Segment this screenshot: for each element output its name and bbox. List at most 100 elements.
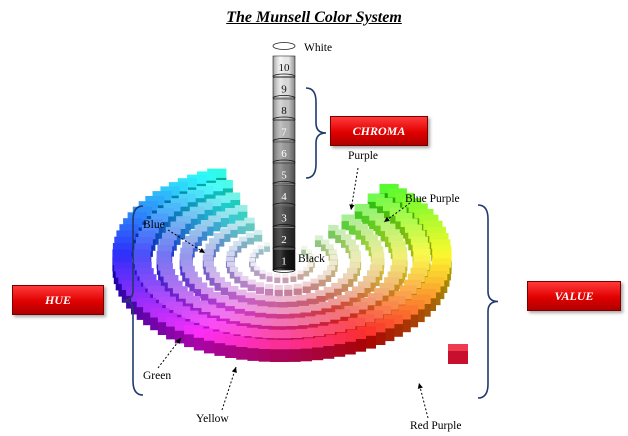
value-segment: 8	[272, 98, 296, 123]
value-segment: 2	[272, 227, 296, 252]
label-white: White	[304, 42, 333, 54]
chroma-block	[328, 298, 341, 315]
chroma-block	[306, 292, 317, 307]
chroma-block	[228, 286, 239, 300]
value-number: 3	[281, 212, 287, 224]
pointer-arrows	[157, 167, 429, 419]
chroma-block	[270, 340, 290, 362]
chroma-block	[276, 307, 290, 324]
chroma-block	[235, 220, 246, 235]
purple-arrow	[349, 167, 359, 211]
hue-bracket	[122, 205, 144, 396]
chroma-block	[274, 273, 281, 284]
chroma-block	[257, 245, 264, 255]
chroma-block	[337, 278, 349, 292]
chroma-block	[227, 224, 238, 238]
value-segment: 10	[272, 55, 296, 80]
chroma-block	[216, 211, 229, 228]
chroma-block	[344, 291, 358, 307]
label-yellow: Yellow	[196, 413, 229, 425]
chroma-block	[201, 304, 217, 323]
value-segment: 5	[272, 163, 296, 187]
chroma-block	[266, 272, 273, 282]
chroma-block	[302, 281, 311, 294]
chroma-block	[282, 273, 289, 284]
chroma-block	[293, 283, 302, 296]
blue-purple-arrow	[383, 202, 411, 223]
red-purple-arrow	[417, 382, 429, 419]
chroma-block	[323, 286, 335, 301]
chroma-tag: CHROMA	[330, 116, 428, 146]
chroma-block	[250, 262, 257, 272]
chroma-block	[275, 296, 286, 310]
chroma-block	[245, 292, 256, 306]
chroma-block	[308, 304, 322, 320]
diagram-title: The Munsell Color System	[226, 9, 402, 26]
chroma-block	[286, 295, 297, 310]
chroma-block	[225, 192, 241, 211]
value-tag: VALUE	[527, 281, 621, 311]
chroma-block	[310, 278, 319, 291]
value-segment: 6	[272, 141, 296, 166]
chroma-block	[323, 270, 332, 282]
label-black: Black	[298, 253, 325, 265]
chroma-block	[296, 294, 307, 309]
column-top-cap	[272, 42, 296, 50]
chroma-block	[219, 311, 235, 329]
chroma-block	[297, 270, 304, 280]
chroma-block	[290, 272, 297, 282]
brackets	[122, 87, 499, 399]
chroma-block	[343, 273, 354, 287]
chroma-block	[240, 276, 249, 288]
chroma-block	[314, 235, 324, 247]
value-number: 9	[281, 83, 287, 95]
chroma-block	[448, 344, 468, 364]
hue-wheel	[112, 168, 468, 364]
chroma-block	[298, 305, 311, 322]
yellow-arrow	[221, 366, 237, 411]
chroma-block	[287, 307, 301, 323]
chroma-block	[245, 232, 255, 245]
chroma-block	[254, 266, 261, 276]
chroma-block	[193, 300, 208, 319]
value-bracket	[477, 204, 499, 399]
value-segment: 1	[272, 249, 296, 273]
chroma-block	[266, 307, 279, 323]
value-number: 10	[279, 62, 291, 74]
chroma-block	[185, 296, 201, 314]
label-blue: Blue	[143, 219, 165, 231]
chroma-block	[220, 228, 231, 242]
chroma-block	[265, 284, 274, 296]
chroma-block	[284, 284, 293, 297]
chroma-block	[255, 294, 266, 309]
chroma-block	[315, 290, 326, 304]
hue-tag: HUE	[12, 285, 104, 315]
chroma-block	[341, 214, 355, 231]
chroma-block	[351, 286, 365, 303]
green-arrow	[157, 337, 182, 369]
value-segment: 9	[272, 77, 296, 101]
chroma-block	[225, 208, 238, 224]
chroma-block	[201, 287, 214, 304]
value-number: 8	[281, 105, 287, 117]
chroma-block	[255, 306, 268, 322]
chroma-block	[225, 299, 238, 316]
label-blue-purple: Blue Purple	[405, 193, 460, 205]
chroma-block	[331, 282, 342, 297]
chroma-block	[208, 215, 221, 232]
label-purple: Purple	[348, 150, 379, 162]
chroma-block	[335, 229, 346, 243]
chroma-block	[254, 230, 263, 242]
chroma-block	[244, 217, 255, 232]
value-segment: 3	[272, 206, 296, 230]
chroma-block	[208, 292, 221, 308]
chroma-block	[234, 205, 248, 221]
chroma-block	[229, 313, 245, 332]
chroma-block	[214, 277, 225, 291]
value-number: 1	[281, 255, 287, 267]
chroma-block	[238, 236, 248, 249]
chroma-block	[303, 266, 310, 277]
chroma-bracket	[305, 87, 327, 179]
